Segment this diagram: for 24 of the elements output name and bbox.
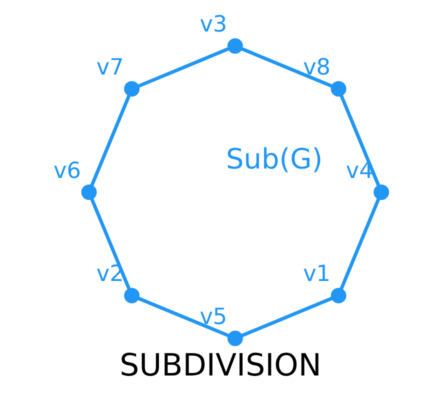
- connector: [240, 296, 332, 338]
- node-circle: [226, 38, 242, 54]
- connector: [339, 94, 380, 186]
- connector: [240, 47, 332, 88]
- node-circle: [124, 81, 140, 97]
- caption: SUBDIVISION: [119, 348, 321, 384]
- connector: [90, 95, 130, 186]
- label: Sub(G): [225, 142, 322, 176]
- node-label: v3: [199, 12, 227, 38]
- node-circle: [330, 81, 346, 97]
- connector: [339, 198, 380, 290]
- node-label: v6: [53, 158, 81, 184]
- connector: [90, 198, 130, 290]
- node-circle: [330, 288, 346, 304]
- node-circle: [80, 184, 96, 200]
- node-label: v1: [302, 261, 330, 288]
- connector: [137, 47, 228, 88]
- connector: [138, 296, 229, 338]
- node-label: v8: [302, 54, 330, 81]
- node-circle: [226, 330, 242, 346]
- node-label: v5: [199, 304, 227, 330]
- node-circle: [124, 288, 140, 304]
- node-label: v7: [96, 54, 124, 81]
- node-circle: [373, 184, 389, 200]
